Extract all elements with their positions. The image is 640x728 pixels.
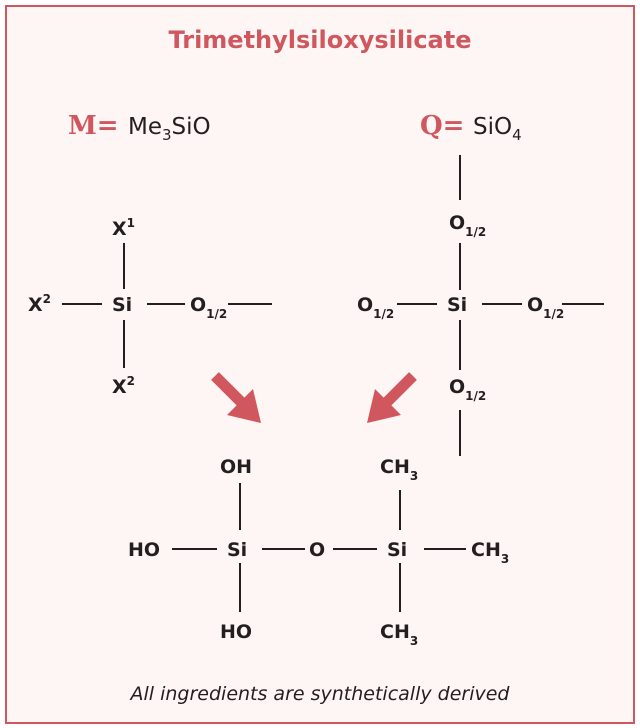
product-ho-left-atom: HO (128, 539, 160, 561)
product-si-left-atom: Si (227, 539, 247, 561)
arrow-down-left-icon (367, 372, 417, 423)
m-x1-atom: X1 (112, 216, 135, 240)
m-o-half-atom: O1/2 (190, 294, 227, 321)
m-x2-bottom-atom: X2 (112, 374, 135, 398)
diagram-frame (5, 5, 635, 724)
q-o-top-atom: O1/2 (449, 212, 486, 239)
q-unit-structure: O1/2 O1/2 Si O1/2 O1/2 (357, 155, 604, 456)
product-si-right-atom: Si (387, 539, 407, 561)
q-o-bottom-atom: O1/2 (449, 376, 486, 403)
m-x2-left-atom: X2 (28, 292, 51, 316)
q-unit-formula: SiO4 (473, 114, 522, 144)
product-ch3-right-atom: CH3 (471, 539, 509, 566)
arrow-down-right-icon (211, 372, 261, 423)
caption-text: All ingredients are synthetically derive… (130, 683, 510, 705)
product-ho-bottom-atom: HO (220, 621, 252, 643)
product-bridge-o-atom: O (309, 539, 325, 561)
q-o-left-atom: O1/2 (357, 294, 394, 321)
product-structure: OH HO Si O Si CH3 HO CH3 CH3 (128, 456, 509, 648)
m-unit-structure: X1 X2 Si O1/2 X2 (28, 216, 272, 398)
product-oh-atom: OH (220, 456, 252, 478)
m-unit-label: M= (68, 111, 119, 141)
m-si-atom: Si (112, 294, 132, 316)
product-ch3-bottom-atom: CH3 (380, 621, 418, 648)
q-si-atom: Si (447, 294, 467, 316)
q-o-right-atom: O1/2 (527, 294, 564, 321)
m-unit-formula: Me3SiO (128, 114, 211, 144)
product-ch3-top-atom: CH3 (380, 456, 418, 483)
q-unit-label: Q= (420, 111, 464, 141)
diagram-title: Trimethylsiloxysilicate (168, 26, 472, 54)
